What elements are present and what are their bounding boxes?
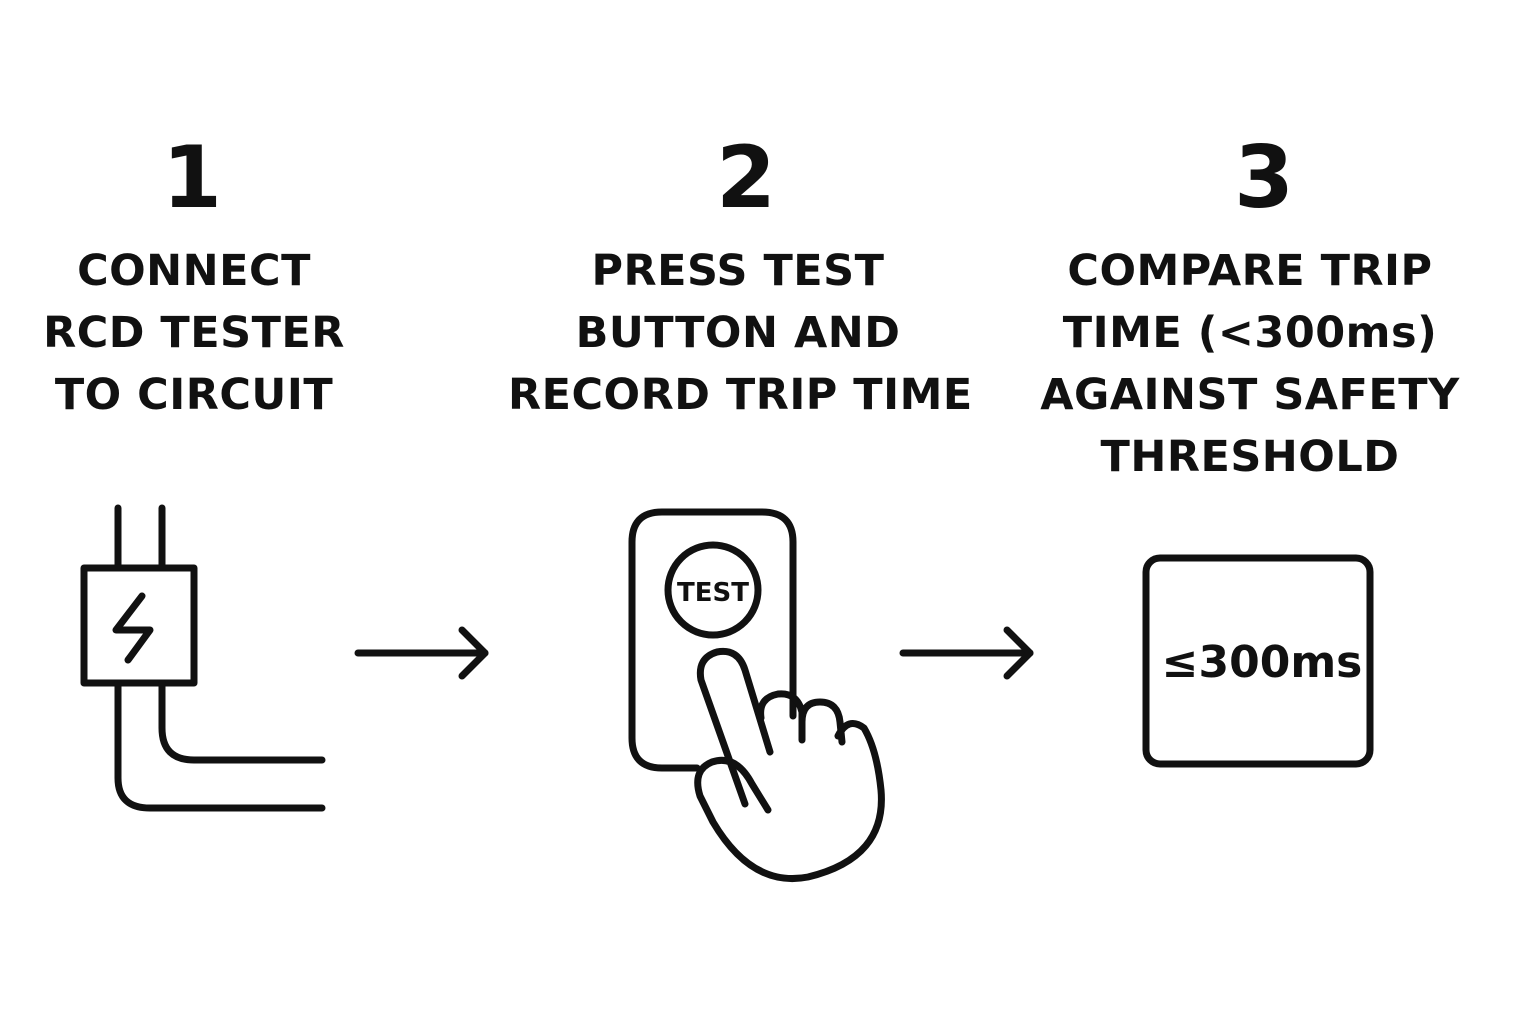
step-1-line-1: CONNECT — [77, 246, 311, 296]
hand-pressing-button-icon — [628, 508, 885, 883]
step-1-line-2: RCD TESTER — [43, 308, 345, 358]
arrow-right-icon — [354, 626, 489, 680]
test-button-label: TEST — [677, 578, 749, 608]
step-3-line-3: AGAINST SAFETY — [1040, 370, 1460, 420]
step-3-description: COMPARE TRIP TIME (<300ms) AGAINST SAFET… — [1020, 240, 1480, 488]
lightning-bolt-icon — [112, 592, 154, 664]
step-2-number: 2 — [716, 128, 776, 228]
step-3-number: 3 — [1234, 128, 1294, 228]
step-3-line-4: THRESHOLD — [1100, 432, 1400, 482]
step-1-description: CONNECT RCD TESTER TO CIRCUIT — [0, 240, 424, 426]
step-1-line-3: TO CIRCUIT — [54, 370, 334, 420]
cable-inner — [158, 679, 326, 764]
step-2-description: PRESS TEST BUTTON AND RECORD TRIP TIME — [508, 240, 973, 426]
plug-body — [80, 564, 198, 687]
threshold-readout: ≤300ms — [1162, 637, 1363, 688]
step-2-line-2: BUTTON AND — [575, 308, 901, 358]
step-2-line-1: PRESS TEST — [591, 246, 885, 296]
tester-device — [628, 508, 797, 772]
test-button — [664, 541, 762, 639]
step-2-line-3: RECORD TRIP TIME — [508, 370, 973, 420]
step-1-number: 1 — [162, 128, 222, 228]
rcd-plug-icon — [80, 504, 326, 812]
arrow-right-icon — [899, 626, 1034, 680]
display-readout-icon — [1142, 554, 1374, 768]
hand-icon — [694, 647, 885, 883]
cable-outer — [114, 679, 326, 812]
step-3-line-1: COMPARE TRIP — [1067, 246, 1433, 296]
step-3-line-2: TIME (<300ms) — [1062, 308, 1438, 358]
